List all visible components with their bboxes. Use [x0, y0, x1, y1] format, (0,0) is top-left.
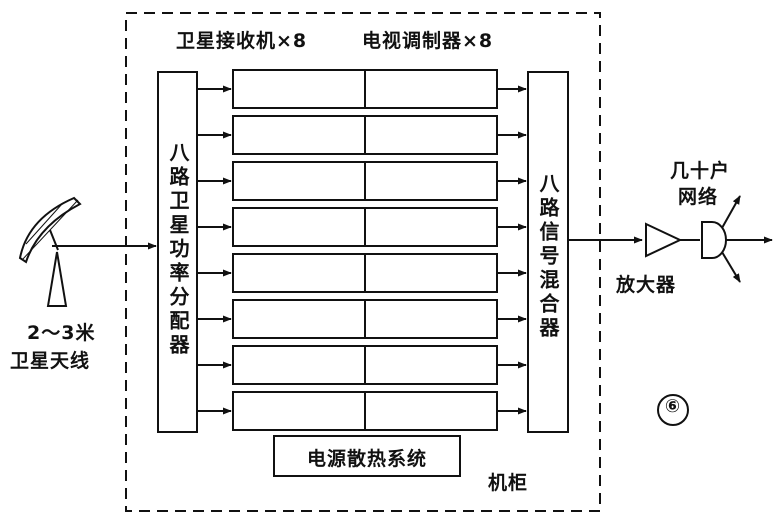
receiver-box [232, 345, 366, 385]
mixer-box [527, 71, 569, 433]
modulator-box [364, 391, 498, 431]
amplifier-label: 放大器 [616, 274, 677, 296]
antenna-name-label: 卫星天线 [10, 350, 91, 372]
figure-number-circle [657, 394, 689, 426]
modulator-box [364, 345, 498, 385]
receiver-box [232, 299, 366, 339]
amplifier-icon [645, 222, 683, 258]
modulator-box [364, 161, 498, 201]
mixer-label: 八路信号混合器 [536, 173, 560, 341]
network-label-line2: 网络 [678, 186, 719, 208]
power-box [273, 435, 461, 477]
modulator-box [364, 115, 498, 155]
modulator-box [364, 253, 498, 293]
receiver-box [232, 161, 366, 201]
network-branch-down [721, 251, 741, 283]
channel-rows [197, 69, 527, 431]
network-label-line1: 几十户 [670, 160, 731, 182]
modulator-box [364, 69, 498, 109]
modulator-label: 电视调制器×8 [362, 30, 494, 52]
splitter-label: 八路卫星功率分配器 [166, 142, 190, 358]
network-branch-up [721, 195, 741, 229]
receiver-box [232, 253, 366, 293]
cabinet-border [125, 12, 601, 512]
antenna-size-label: 2～3米 [27, 322, 96, 344]
receiver-box [232, 391, 366, 431]
power-label: 电源散热系统 [306, 448, 427, 470]
modulator-box [364, 207, 498, 247]
satellite-dish-icon [18, 196, 82, 307]
receiver-box [232, 115, 366, 155]
receiver-label: 卫星接收机×8 [176, 30, 308, 52]
receiver-box [232, 69, 366, 109]
figure-number: ⑥ [664, 396, 682, 417]
cabinet-label: 机柜 [488, 472, 529, 494]
receiver-box [232, 207, 366, 247]
network-splitter-icon [701, 221, 727, 259]
modulator-box [364, 299, 498, 339]
splitter-box [157, 71, 198, 433]
